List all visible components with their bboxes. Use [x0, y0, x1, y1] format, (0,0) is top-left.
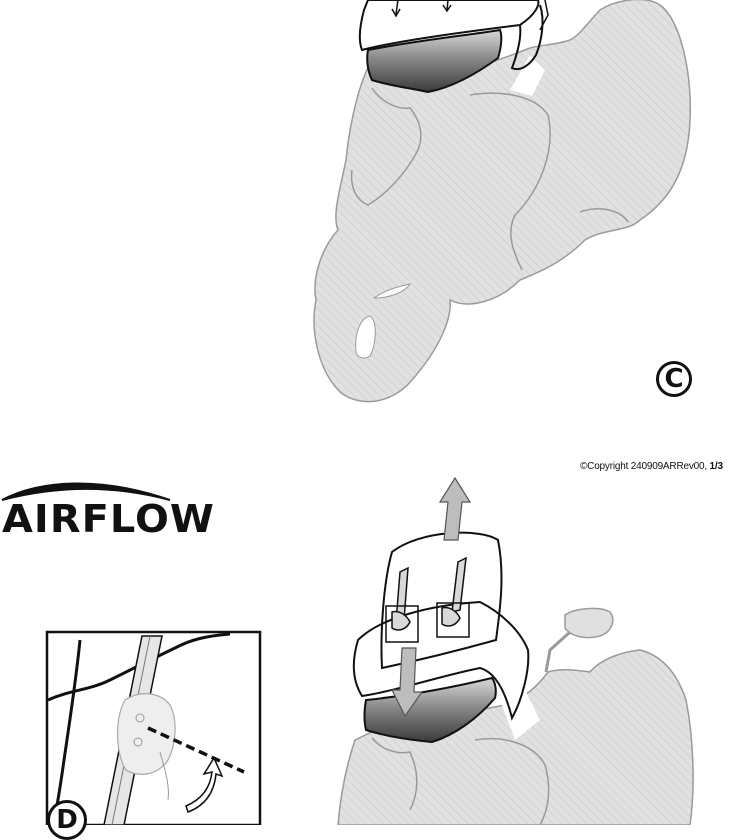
copyright-notice: ©Copyright 240909ARRev00, 1/3 [580, 461, 723, 472]
curved-arrow-icon [185, 756, 224, 813]
step-c-label: C [656, 361, 692, 397]
airflow-swoosh-icon [1, 482, 171, 501]
copyright-rev: Rev00, [676, 461, 707, 472]
arrow-up-icon [438, 476, 472, 541]
detail-inset [45, 630, 262, 825]
arrow-down-icon [391, 647, 424, 718]
scooter-step-c [313, 0, 691, 403]
scooter-step-d [337, 476, 694, 825]
bracket-right [436, 556, 470, 638]
step-d-label: D [47, 800, 87, 840]
bracket-left [385, 566, 419, 643]
copyright-code: 240909AR [630, 461, 677, 472]
airflow-logo: AIRFLOW [2, 497, 216, 541]
copyright-page: 1/3 [709, 461, 724, 472]
scooter-body [313, 0, 691, 403]
copyright-prefix: ©Copyright [580, 461, 629, 472]
